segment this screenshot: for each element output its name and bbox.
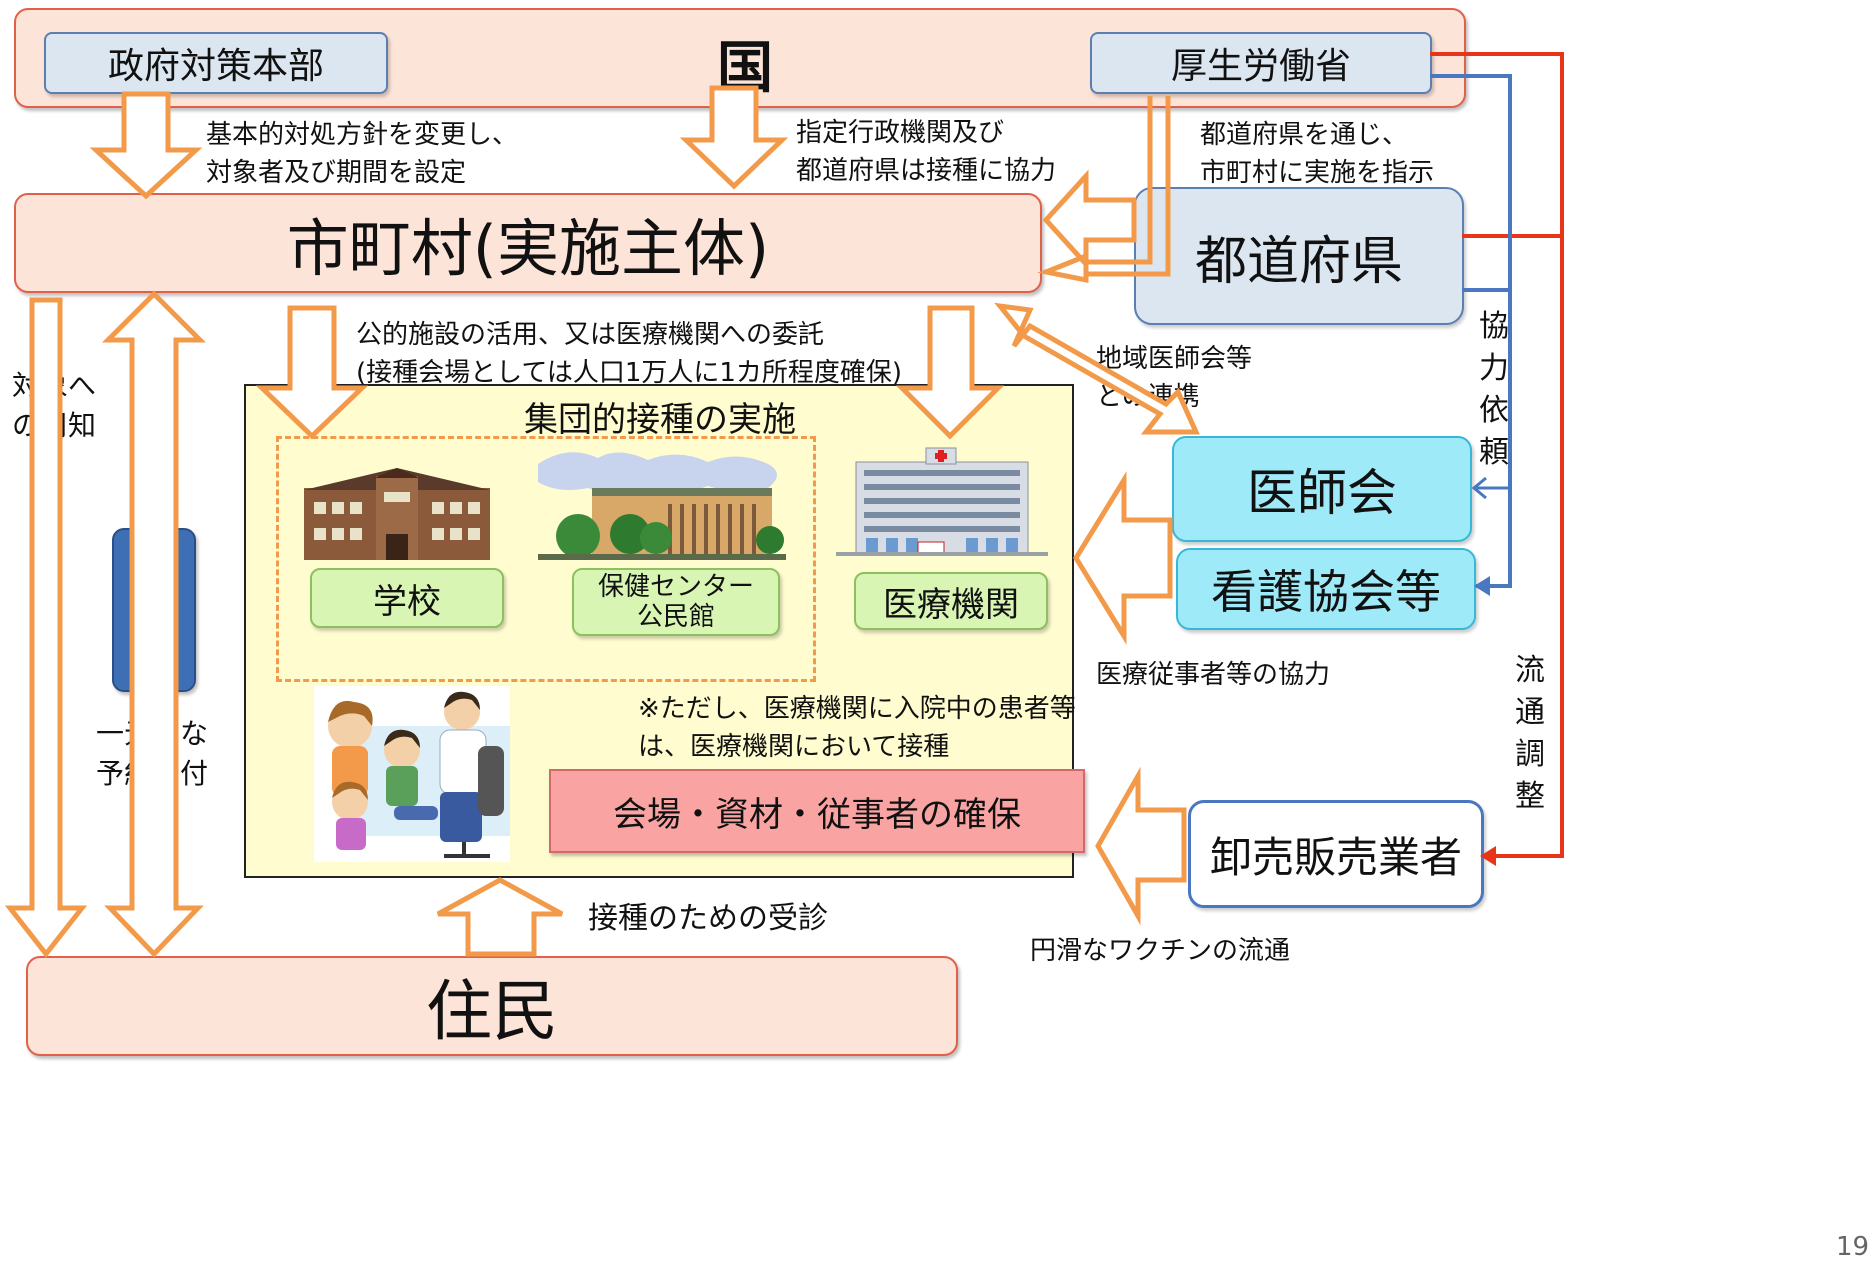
medical-association-label: 医師会 [1247,464,1397,522]
health-center-label-1: 保健センター [597,572,754,602]
inpatient-note: ※ただし、医療機関に入院中の患者等 は、医療機関において接種 [638,690,1076,766]
nursing-association-label: 看護協会等 [1211,565,1441,619]
wholesalers-box[interactable]: 卸売販売業者 [1188,800,1484,908]
consultation-arrow [436,877,564,957]
medical-assoc-link-line-1: 地域医師会等 [1096,344,1253,374]
prefecture-instruct-line-1: 都道府県を通じ、 [1200,120,1409,150]
prefecture-instruct-note: 都道府県を通じ、 市町村に実施を指示 [1200,116,1434,192]
staff-cooperation-arrow [1073,471,1173,645]
public-facility-dashed-group [276,436,816,682]
staff-cooperation-note: 医療従事者等の協力 [1096,660,1331,690]
wholesaler-red-arrowhead [1480,846,1496,866]
nursing-blue-arrowhead [1474,576,1490,596]
prefecture-to-municipality-arrow [1042,169,1137,271]
consultation-note: 接種のための受診 [588,901,828,936]
health-center-illustration [538,444,786,560]
prefecture-box[interactable]: 都道府県 [1134,187,1464,325]
facilities-note: 公的施設の活用、又は医療機関への委託 (接種会場としては人口1万人に1カ所程度確… [356,316,902,392]
designated-line-1: 指定行政機関及び [796,118,1005,148]
municipality-box[interactable]: 市町村(実施主体) [14,193,1042,293]
national-to-municipality-arrow [679,85,789,190]
ministry-instruction-route [1037,96,1171,284]
municipality-title: 市町村(実施主体) [286,212,770,285]
municipality-to-hospital-arrow [895,305,1005,440]
municipality-to-area-arrow [255,305,369,440]
mass-vaccination-title: 集団的接種の実施 [524,399,796,440]
secure-resources-label: 会場・資材・従事者の確保 [613,794,1021,835]
hospital-illustration [836,446,1048,556]
residents-title: 住民 [426,973,558,1050]
hq-box[interactable]: 政府対策本部 [44,32,388,94]
cooperation-request-note: 協力依頼 [1479,309,1509,470]
medical-institution-box[interactable]: 医療機関 [854,572,1048,630]
school-box[interactable]: 学校 [310,568,504,628]
hq-policy-note: 基本的対処方針を変更し、 対象者及び期間を設定 [206,116,518,192]
facilities-line-1: 公的施設の活用、又は医療機関への委託 [356,320,825,350]
ministry-red-line [1430,52,1564,858]
page-number: 19 [1836,1232,1870,1262]
medical-assoc-link-arrow [994,302,1200,435]
prefecture-title: 都道府県 [1194,231,1403,292]
ministry-label: 厚生労働省 [1170,46,1351,87]
booking-up-arrow [101,290,207,958]
secure-resources-box[interactable]: 会場・資材・従事者の確保 [549,769,1085,853]
hq-policy-line-1: 基本的対処方針を変更し、 [206,120,519,150]
distribution-coordination-note: 流通調整 [1515,653,1545,814]
designated-note: 指定行政機関及び 都道府県は接種に協力 [796,114,1056,190]
inpatient-note-line-1: ※ただし、医療機関に入院中の患者等 [638,694,1076,724]
hq-policy-line-2: 対象者及び期間を設定 [206,158,467,188]
designated-line-2: 都道府県は接種に協力 [796,156,1057,186]
hq-label: 政府対策本部 [107,46,324,87]
ministry-blue-line [1430,74,1512,588]
vaccination-scene-illustration [314,686,510,862]
inpatient-note-line-2: は、医療機関において接種 [638,732,950,762]
target-notice-arrow [4,297,88,959]
medical-institution-label: 医療機関 [883,584,1019,625]
wholesalers-label: 卸売販売業者 [1209,832,1462,882]
nursing-association-box[interactable]: 看護協会等 [1176,548,1476,630]
facilities-line-2: (接種会場としては人口1万人に1カ所程度確保) [356,358,903,388]
vaccine-distribution-note: 円滑なワクチンの流通 [1030,936,1291,966]
medical-association-box[interactable]: 医師会 [1172,436,1472,542]
prefecture-instruct-line-2: 市町村に実施を指示 [1200,158,1435,188]
ministry-box[interactable]: 厚生労働省 [1090,32,1432,94]
school-illustration [304,468,490,560]
health-center-box[interactable]: 保健センター 公民館 [572,568,780,636]
school-label: 学校 [373,581,441,622]
health-center-label-2: 公民館 [636,602,715,632]
medical-association-blue-arrowhead [1471,476,1487,500]
hq-to-municipality-arrow [89,91,203,200]
vaccine-distribution-arrow [1095,766,1187,926]
residents-box[interactable]: 住民 [26,956,958,1056]
